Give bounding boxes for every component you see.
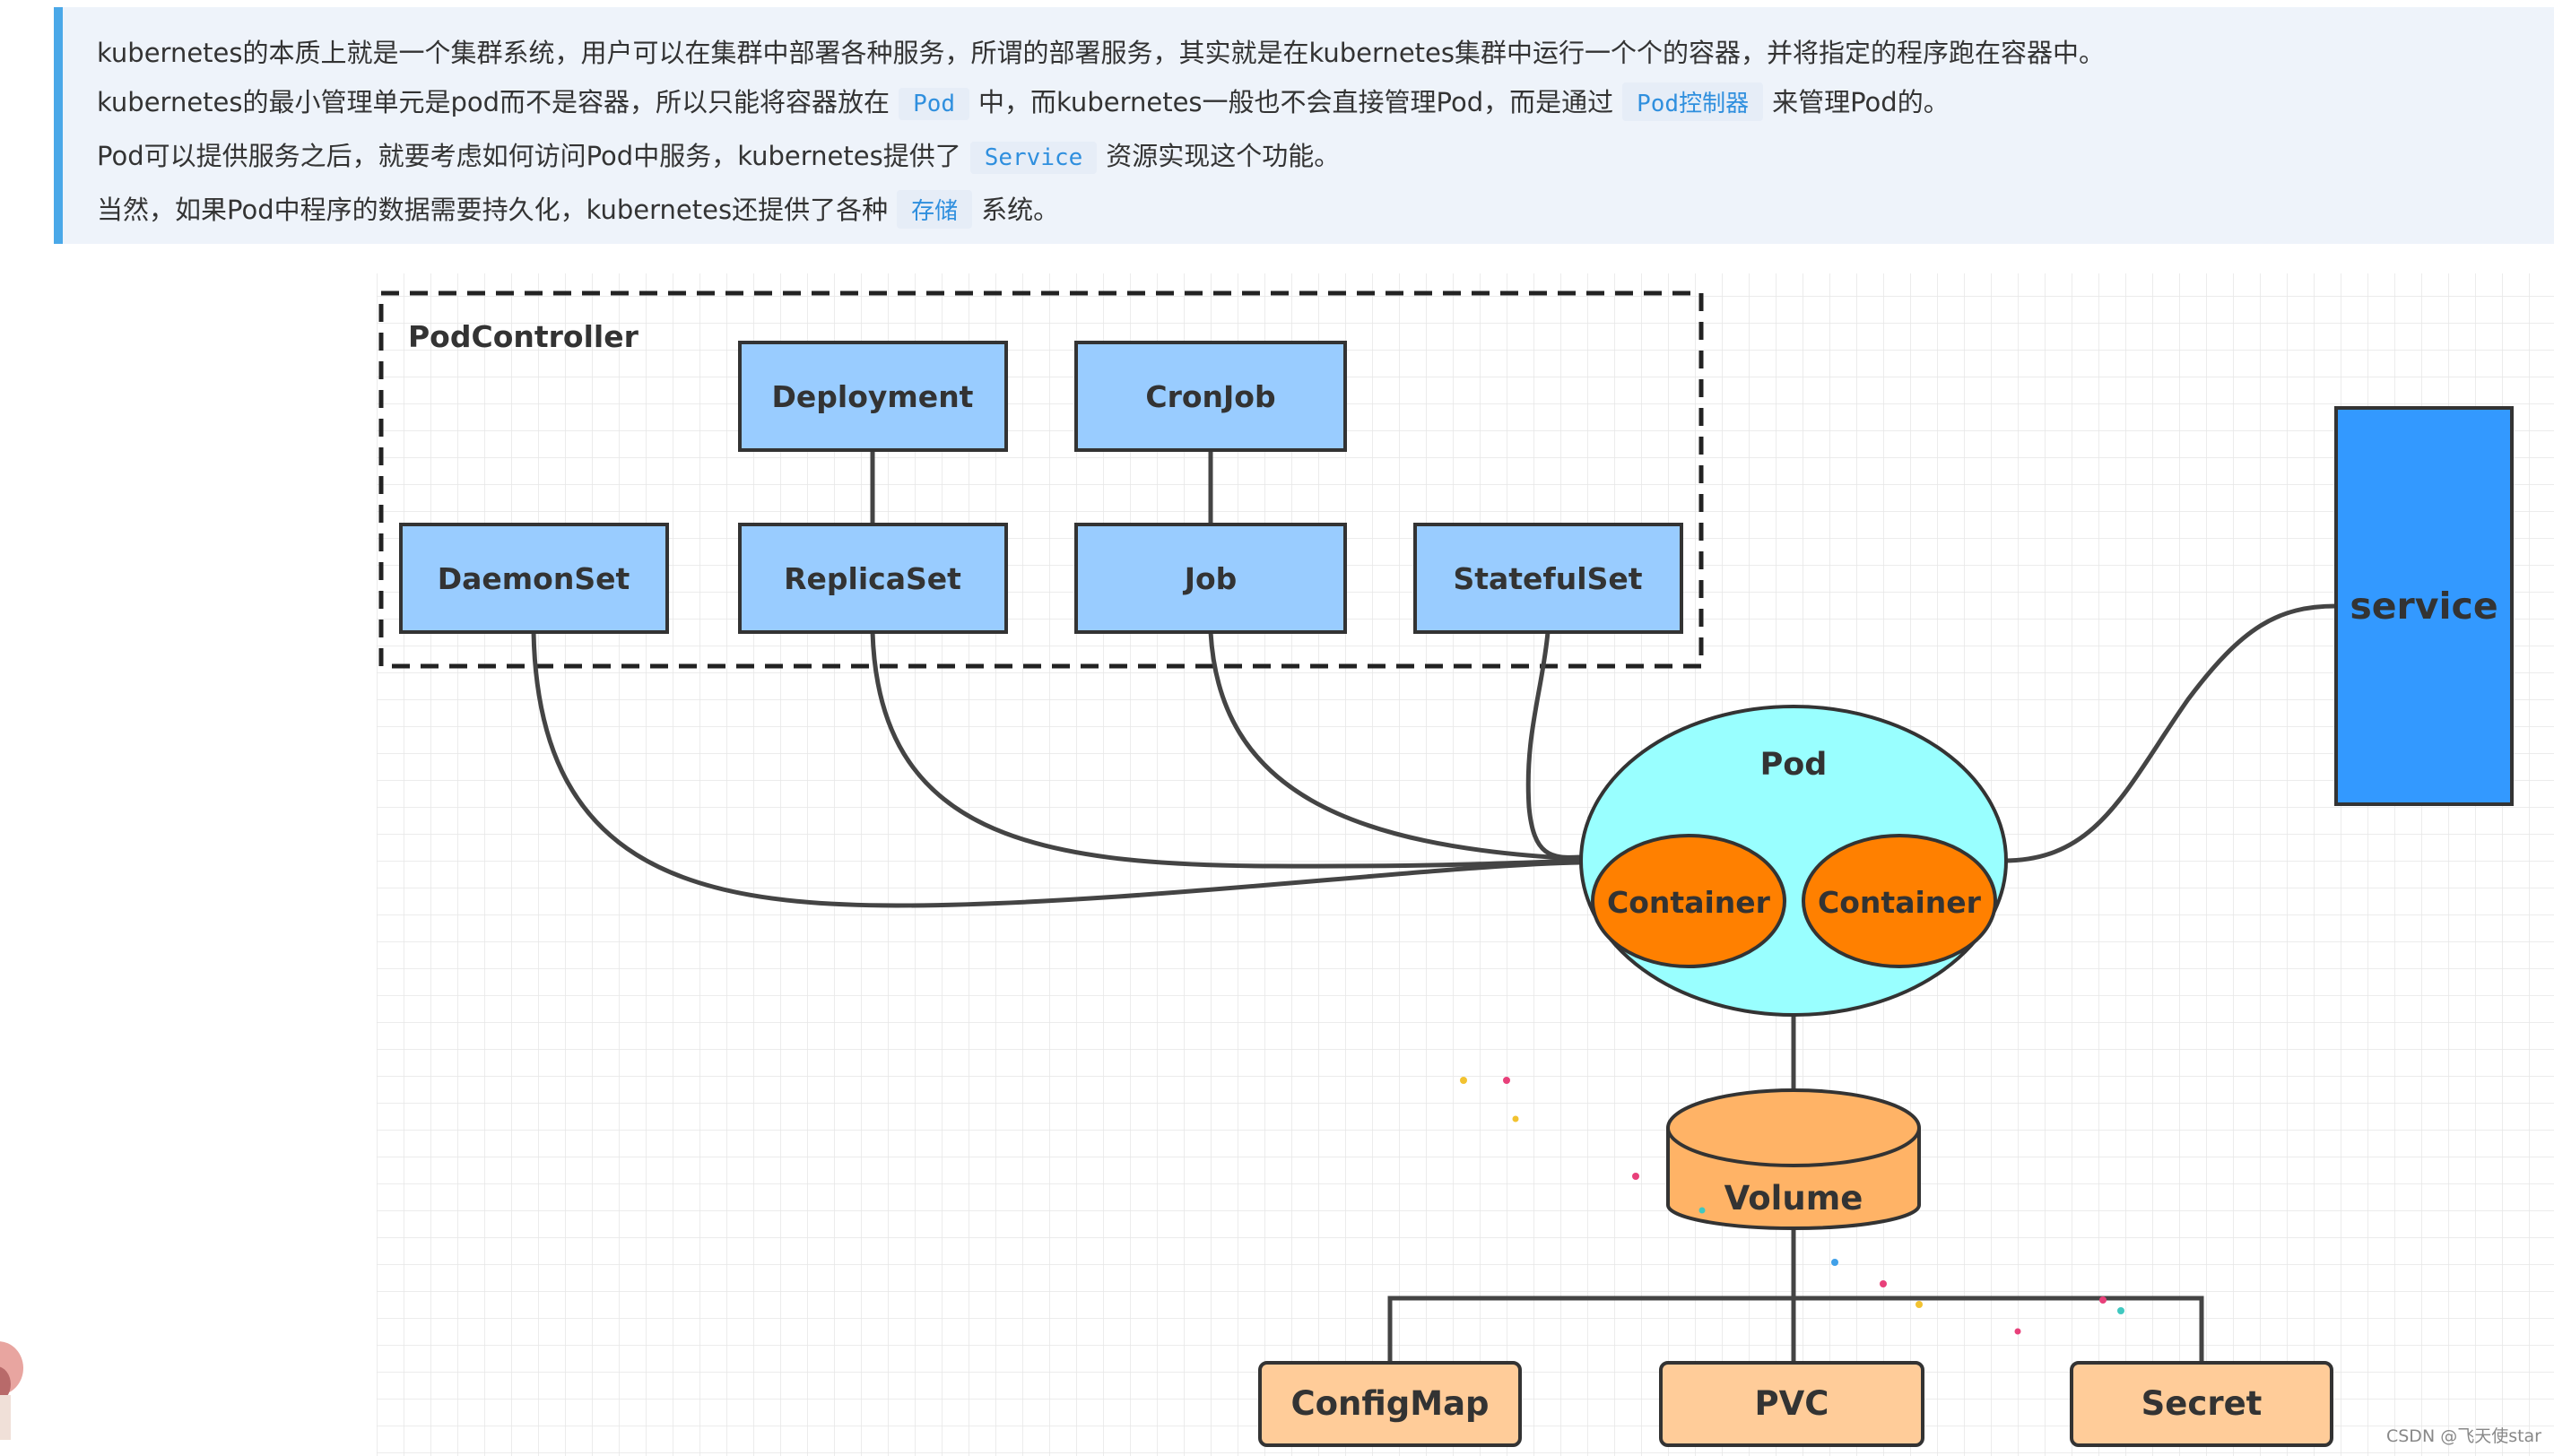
note-text: 资源实现这个功能。 [1106, 141, 1341, 171]
watermark: CSDN @飞天使star [2385, 1426, 2541, 1446]
volume-node: Volume [1666, 1088, 1921, 1230]
configmap-node: ConfigMap [1258, 1361, 1522, 1447]
note-text: kubernetes的本质上就是一个集群系统，用户可以在集群中部署各种服务，所谓… [97, 38, 2105, 68]
container-2-label: Container [1818, 885, 1982, 920]
pod-controller-group [378, 290, 1704, 669]
inline-code-pod-controller: Pod控制器 [1622, 82, 1764, 121]
statefulset-label: StatefulSet [1453, 561, 1642, 596]
container-1-label: Container [1607, 885, 1771, 920]
cronjob-node: CronJob [1074, 341, 1347, 452]
cronjob-label: CronJob [1145, 379, 1275, 414]
inline-code-pod: Pod [899, 88, 970, 120]
intro-note: kubernetes的本质上就是一个集群系统，用户可以在集群中部署各种服务，所谓… [54, 7, 2554, 244]
pod-controller-label: PodController [408, 319, 639, 354]
statefulset-node: StatefulSet [1413, 523, 1683, 634]
note-text: Pod可以提供服务之后，就要考虑如何访问Pod中服务，kubernetes提供了 [97, 141, 961, 171]
daemonset-node: DaemonSet [399, 523, 669, 634]
replicaset-node: ReplicaSet [738, 523, 1008, 634]
connector-lines [531, 450, 2337, 1363]
replicaset-pod-link [870, 631, 1581, 869]
pvc-label: PVC [1755, 1384, 1829, 1423]
secret-node: Secret [2070, 1361, 2333, 1447]
note-line-3: Pod可以提供服务之后，就要考虑如何访问Pod中服务，kubernetes提供了… [97, 135, 1340, 174]
secret-label: Secret [2141, 1384, 2263, 1423]
container-node-2: Container [1802, 834, 1997, 968]
job-pod-link [1208, 631, 1581, 862]
replicaset-label: ReplicaSet [784, 561, 961, 596]
avatar [0, 1341, 23, 1440]
job-node: Job [1074, 523, 1347, 634]
deployment-node: Deployment [738, 341, 1008, 452]
note-text: 中，而kubernetes一般也不会直接管理Pod，而是通过 [978, 87, 1614, 117]
pod-service-link [2002, 603, 2337, 863]
deployment-label: Deployment [772, 379, 974, 414]
container-node-1: Container [1591, 834, 1786, 968]
statefulset-pod-link [1525, 631, 1581, 860]
note-line-2: kubernetes的最小管理单元是pod而不是容器，所以只能将容器放在 Pod 中… [97, 82, 1950, 121]
inline-code-service: Service [969, 142, 1098, 174]
note-text: 当然，如果Pod中程序的数据需要持久化，kubernetes还提供了各种 [97, 195, 889, 225]
daemonset-pod-link [531, 631, 1581, 908]
note-text: kubernetes的最小管理单元是pod而不是容器，所以只能将容器放在 [97, 87, 890, 117]
note-line-4: 当然，如果Pod中程序的数据需要持久化，kubernetes还提供了各种存储系统… [97, 189, 1059, 229]
pvc-node: PVC [1659, 1361, 1924, 1447]
service-label: service [2350, 585, 2498, 628]
volume-label: Volume [1724, 1179, 1863, 1218]
sparkle-decoration [1460, 1077, 2124, 1335]
pod-label: Pod [1760, 747, 1828, 783]
note-text: 来管理Pod的。 [1772, 87, 1950, 117]
service-node: service [2334, 406, 2514, 806]
note-text: 系统。 [981, 195, 1060, 225]
configmap-label: ConfigMap [1290, 1384, 1489, 1423]
inline-code-storage: 存储 [897, 190, 973, 229]
daemonset-label: DaemonSet [438, 561, 630, 596]
note-line-1: kubernetes的本质上就是一个集群系统，用户可以在集群中部署各种服务，所谓… [97, 32, 2105, 70]
job-label: Job [1183, 561, 1238, 596]
